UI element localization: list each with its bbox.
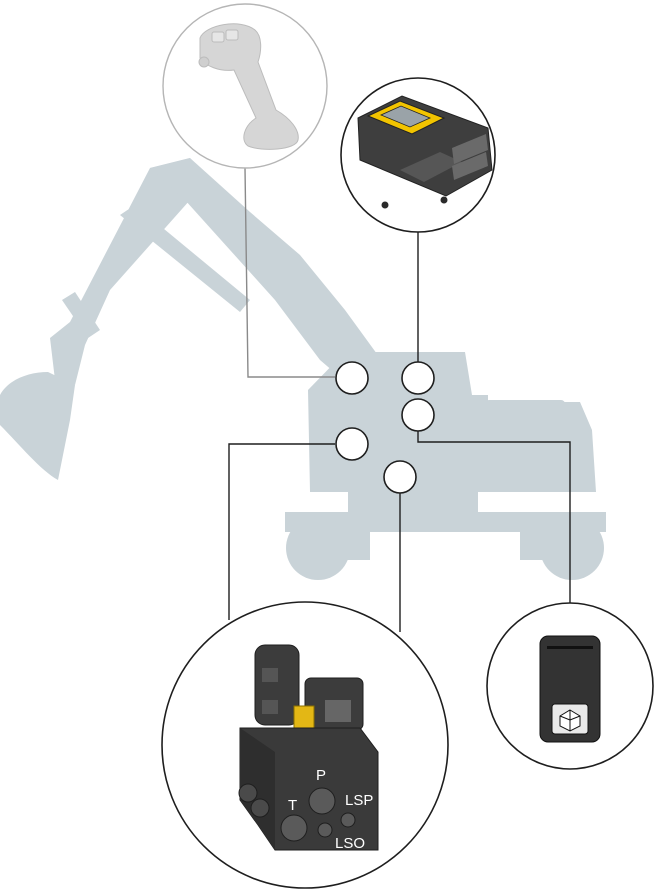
port-label-t: T [288,797,297,814]
node-valve-right [383,460,417,494]
hydraulic-valve-block-icon: P T LSP LSO [238,644,379,852]
sensor-connector-line [417,430,571,604]
axle-right-shape [520,530,590,560]
bucket-shape [0,372,75,480]
connector-lines [228,167,571,632]
lower-frame-shape [348,492,478,512]
port-label-lsp: LSP [345,792,373,809]
cylinder-shape [120,205,250,312]
port-label-lso: LSO [335,835,365,852]
upper-structure-shape [308,352,596,492]
joystick-callout [162,3,328,169]
node-valve-left [335,427,369,461]
engine-hood-shape [485,400,565,418]
joystick-connector-line [244,167,335,378]
cylinder-shape-2 [62,292,100,338]
node-ecu [401,361,435,395]
connection-nodes [335,361,435,494]
valve-callout: P T LSP LSO [161,601,449,889]
joystick-handle-icon [198,23,299,150]
angle-sensor-icon [539,635,601,743]
port-label-p: P [316,767,326,784]
ecu-callout [340,77,496,233]
undercarriage-shape [285,512,606,532]
excavator-silhouette [0,158,606,580]
control-unit-icon [357,95,493,209]
axle-left-shape [300,530,370,560]
boom-shape [150,158,385,390]
node-joystick [335,361,369,395]
valve-connector-line-left [228,443,335,620]
sensor-callout [486,602,654,770]
node-sensor [401,398,435,432]
